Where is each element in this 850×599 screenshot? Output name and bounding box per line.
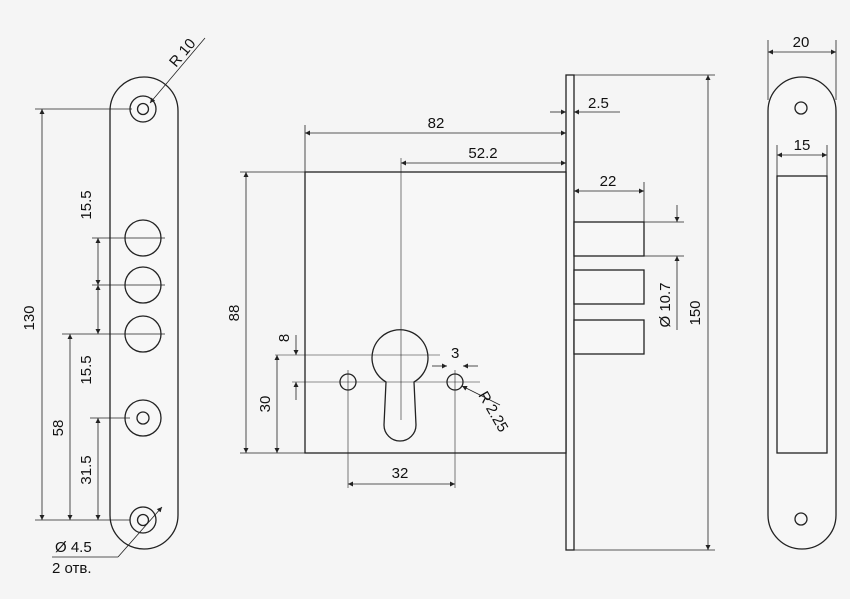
mounting-hole-bottom-inner [136,513,150,527]
strike-opening [776,175,828,454]
dim-8: 8 [276,334,293,342]
dim-r10: R 10 [166,35,199,70]
faceplate-strip [565,74,575,551]
lock-body-view: 82 52.2 2.5 22 88 8 30 32 3 R 2.25 Ø 10.… [226,74,715,551]
dim-diameter-10-7: Ø 10.7 [657,282,674,327]
latch-opening-inner [136,411,150,425]
dim-22: 22 [600,173,617,190]
dim-31-5: 31.5 [78,455,95,484]
bolt-2 [573,269,645,305]
dim-88: 88 [226,305,243,322]
dim-2-5: 2.5 [588,95,609,112]
dim-20: 20 [793,34,810,51]
dim-hole-diameter: Ø 4.5 [55,539,92,556]
dim-15-5-top: 15.5 [78,190,95,219]
dim-52-2: 52.2 [468,145,497,162]
dim-58: 58 [50,420,67,437]
strike-hole-top [794,101,808,115]
strike-hole-bottom [794,512,808,526]
dim-150: 150 [687,300,704,325]
dim-hole-count: 2 отв. [52,560,92,577]
dim-82: 82 [428,115,445,132]
bolt-3 [573,319,645,355]
lock-case [304,171,567,454]
dim-130: 130 [21,305,38,330]
faceplate-view: 130 58 31.5 15.5 15.5 R 10 Ø 4.5 2 отв. [21,35,206,577]
dim-32: 32 [392,465,409,482]
faceplate-outline [109,76,179,550]
dim-15: 15 [794,137,811,154]
dim-3: 3 [451,345,459,362]
strike-plate-view: 20 15 [767,34,837,550]
dim-30: 30 [257,396,274,413]
strike-plate-outline [767,76,837,550]
bolt-1 [573,221,645,257]
mounting-hole-top-inner [136,102,150,116]
dim-15-5-bottom: 15.5 [78,355,95,384]
cylinder-cutout [371,329,429,442]
